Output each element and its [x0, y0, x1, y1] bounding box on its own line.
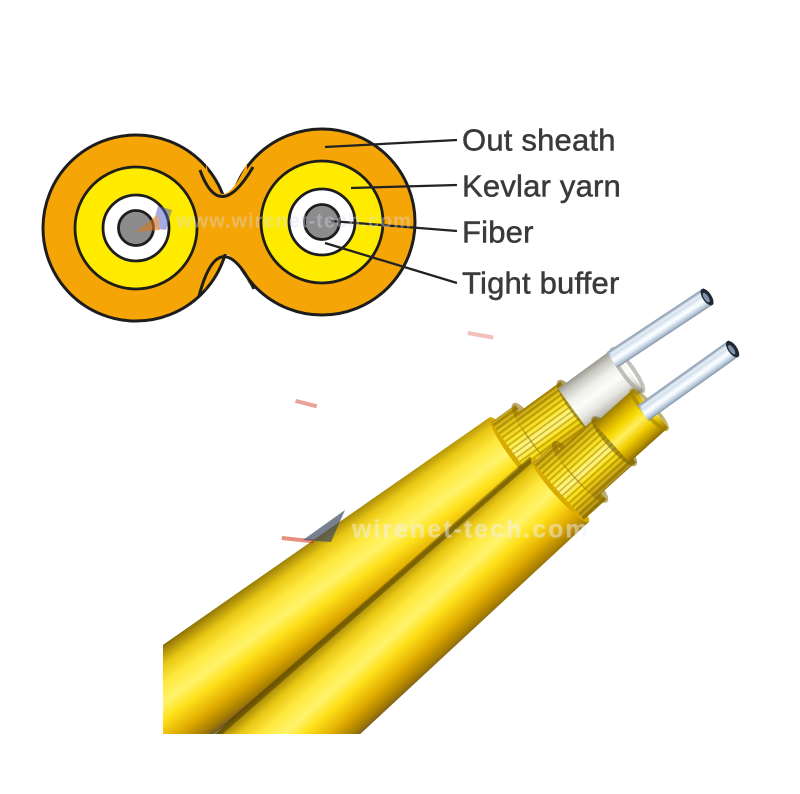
fiber-left-highlight: [609, 291, 705, 356]
wirenet-logo-icon: [136, 206, 172, 232]
cable-right-kevlar-texture: [554, 417, 636, 499]
label-out-sheath: Out sheath: [462, 122, 616, 158]
cross-section: [41, 127, 458, 323]
fiber-right-highlight: [640, 343, 731, 409]
label-tight-buffer: Tight buffer: [462, 265, 620, 301]
cable-right-jacket: [163, 458, 589, 734]
cable-photo: [163, 288, 740, 734]
fiber-right-body: [637, 340, 740, 421]
leader-tight-buffer: [324, 241, 458, 285]
leader-lines: [324, 138, 458, 285]
red-speckles: [281, 331, 494, 544]
fiber-left-body: [606, 288, 714, 368]
cable-left: [163, 347, 646, 734]
label-fiber: Fiber: [462, 214, 534, 250]
zipcord-web-bottom-edge: [197, 255, 256, 297]
leader-kevlar-yarn: [350, 183, 458, 190]
fiber-left: [606, 288, 714, 368]
zipcord-web-top-edge: [198, 166, 255, 198]
fiber-right: [637, 340, 740, 421]
label-kevlar-yarn: Kevlar yarn: [462, 168, 621, 204]
cable-left-jacket: [163, 417, 541, 734]
fiber-right-tip-core: [728, 345, 736, 355]
fiber-left-tip-core: [702, 292, 710, 303]
watermark-center-text: www.wirenet-tech.com: [176, 210, 412, 233]
cable-right: [163, 388, 669, 734]
cable-groove-shadow: [163, 456, 534, 734]
watermark-bottom-text: wirenet-tech.com: [352, 515, 590, 544]
watermark-arrow-icon: [303, 510, 345, 542]
leader-out-sheath: [324, 138, 458, 149]
leader-fiber: [330, 219, 458, 233]
cable-right-collar-texture: [533, 443, 607, 520]
